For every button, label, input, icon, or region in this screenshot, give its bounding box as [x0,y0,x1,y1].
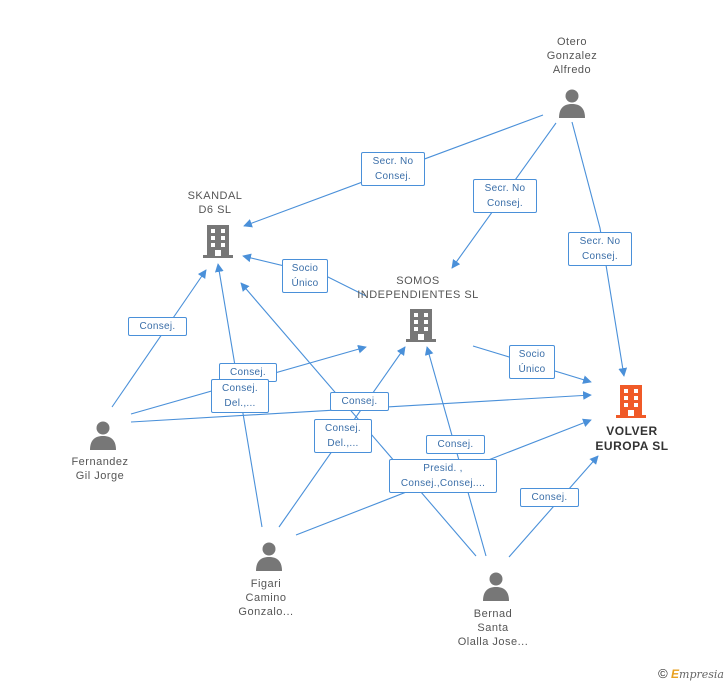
node-label-line: D6 SL [198,204,232,216]
edge-label-figari-volver[interactable]: Presid. , Consej.,Consej.... [389,459,497,493]
edge-label-line: Consej. [341,396,378,407]
edge-label-line: Presid. , [423,463,463,474]
edge-label-line: Del.,... [327,438,359,449]
person-icon[interactable] [557,88,587,118]
person-icon[interactable] [254,541,284,571]
brand-name: mpresia [679,668,724,681]
node-label-line: Alfredo [552,64,592,76]
main-building-icon[interactable] [615,384,647,418]
node-label-line: EUROPA SL [595,439,669,453]
edge-label-line: Consej. [324,423,361,434]
person-icon[interactable] [88,420,118,450]
brand-logo-e: E [671,667,680,681]
edge-label-fernandez-skandal[interactable]: Consej. [128,317,187,336]
edge-label-figari-skandal[interactable]: Consej. [330,392,389,411]
edge-label-line: Consej. [581,251,618,262]
node-label-line: Gonzalo... [238,606,294,618]
edge-otero-volver [571,121,628,377]
node-label-line: Camino [245,592,287,604]
edge-label-line: Secr. No [484,183,526,194]
node-label-otero[interactable]: Otero Gonzalez Alfredo [522,35,622,77]
brand-footer: © Empresia [658,666,724,681]
node-label-line: Figari [250,578,282,590]
edge-label-line: Consej. [374,171,411,182]
edge-label-line: Secr. No [372,156,414,167]
node-label-line: INDEPENDIENTES SL [357,289,479,301]
edge-label-otero-somos[interactable]: Secr. No Consej. [473,179,537,213]
edge-label-line: Consej. [437,439,474,450]
edge-label-line: Consej. [531,492,568,503]
node-label-fernandez[interactable]: Fernandez Gil Jorge [50,455,150,483]
node-label-line: Gonzalez [546,50,598,62]
edge-label-figari-somos[interactable]: Consej. Del.,... [314,419,372,453]
node-label-line: Santa [477,622,509,634]
node-label-line: SKANDAL [187,190,243,202]
edge-label-line: Socio [518,349,546,360]
edge-label-line: Del.,... [224,398,256,409]
edge-label-line: Consej. [139,321,176,332]
edge-label-line: Consej. [486,198,523,209]
edge-label-line: Socio [291,263,319,274]
edge-label-otero-volver[interactable]: Secr. No Consej. [568,232,632,266]
edge-label-line: Consej. [229,367,266,378]
edge-label-fernandez-volver[interactable]: Consej. Del.,... [211,379,269,413]
edge-label-somos-skandal[interactable]: Socio Único [282,259,328,293]
edge-label-line: Secr. No [579,236,621,247]
node-label-somos[interactable]: SOMOS INDEPENDIENTES SL [353,274,483,302]
edge-label-somos-volver[interactable]: Socio Único [509,345,555,379]
edge-label-line: Único [291,278,319,289]
building-icon[interactable] [405,308,437,342]
edge-label-otero-skandal[interactable]: Secr. No Consej. [361,152,425,186]
edge-label-line: Consej. [221,383,258,394]
person-icon[interactable] [481,571,511,601]
node-label-volver[interactable]: VOLVER EUROPA SL [582,424,682,454]
node-label-line: Fernandez [71,456,129,468]
edge-label-line: Único [518,364,546,375]
edge-label-bernad-somos[interactable]: Consej. [426,435,485,454]
edge-fernandez-skandal [111,269,207,408]
building-icon[interactable] [202,224,234,258]
node-label-line: SOMOS [396,275,440,287]
node-label-skandal[interactable]: SKANDAL D6 SL [165,189,265,217]
node-label-line: Bernad [473,608,513,620]
edge-label-line: Consej.,Consej.... [400,478,486,489]
node-label-line: VOLVER [606,424,658,438]
node-label-figari[interactable]: Figari Camino Gonzalo... [216,577,316,619]
node-label-bernad[interactable]: Bernad Santa Olalla Jose... [443,607,543,649]
edge-label-bernad-volver[interactable]: Consej. [520,488,579,507]
node-label-line: Otero [556,36,587,48]
node-label-line: Gil Jorge [75,470,125,482]
copyright-symbol: © [658,666,668,681]
node-label-line: Olalla Jose... [457,636,529,648]
